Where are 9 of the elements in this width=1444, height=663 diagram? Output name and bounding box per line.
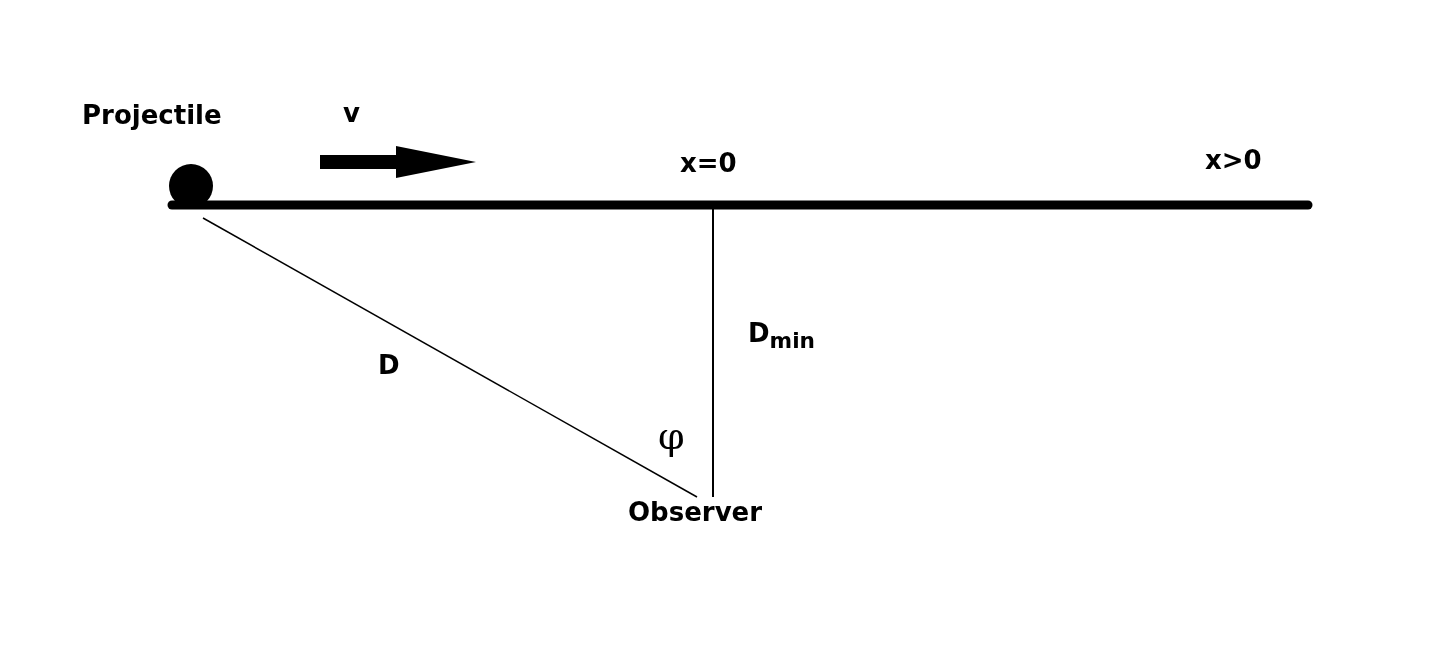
velocity-label: v [343,98,360,128]
position-label: x=0 [680,148,737,178]
position-label: x>0 [1205,145,1262,175]
edge-label: D [378,350,400,380]
distance-line [202,217,698,498]
object-label: Observer [628,497,763,527]
object-label: Projectile [82,100,222,130]
edge-label: D$_{min}$ [748,318,815,356]
angle-label: φ [658,415,685,457]
